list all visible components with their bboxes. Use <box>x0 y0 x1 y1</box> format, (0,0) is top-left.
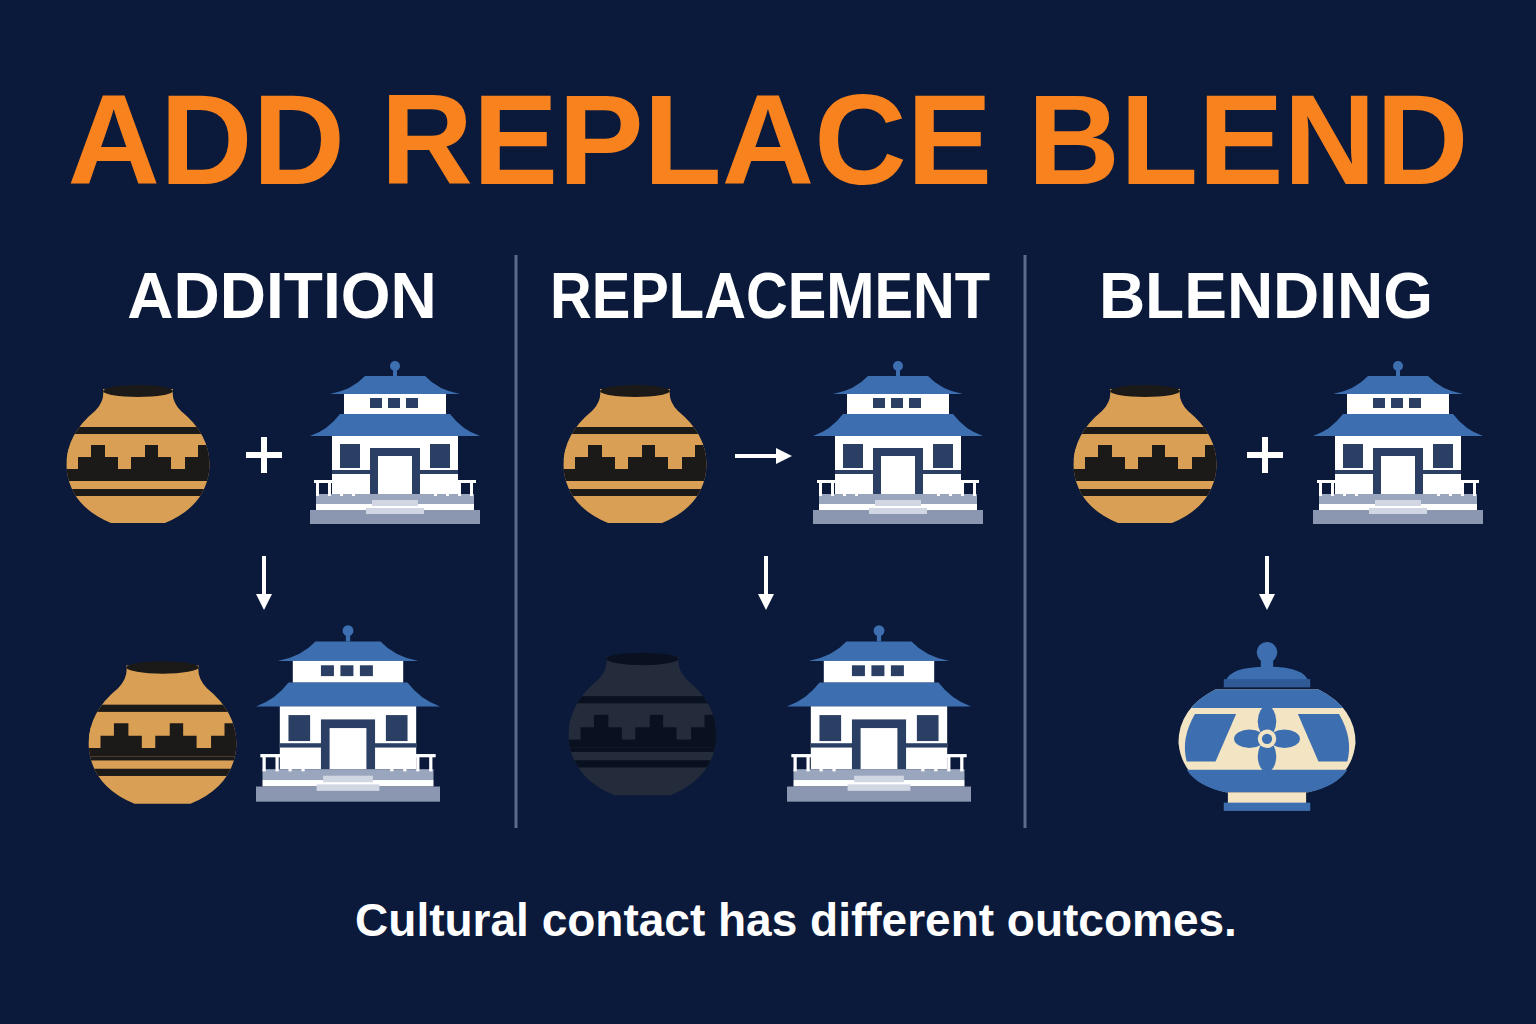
caption: Cultural contact has different outcomes. <box>355 897 1237 943</box>
blended-jar-icon <box>1178 642 1355 811</box>
pagoda-icon <box>813 361 983 524</box>
pagoda-icon <box>310 361 480 524</box>
pot-icon <box>63 385 213 523</box>
pot-icon <box>85 661 240 804</box>
flow-arrow <box>264 456 1267 602</box>
pagoda-icon <box>256 625 440 801</box>
pot-icon <box>1070 385 1220 523</box>
pagoda-icon <box>1313 361 1483 524</box>
column-heading: ADDITION <box>127 264 436 328</box>
faded-pot-icon <box>565 653 720 796</box>
column-divider <box>516 255 1025 828</box>
main-title: ADD REPLACE BLEND <box>68 76 1469 204</box>
column-heading: BLENDING <box>1099 264 1433 328</box>
pagoda-icon <box>787 625 971 801</box>
plus-sign <box>246 437 1283 473</box>
pot-icon <box>560 385 710 523</box>
column-heading: REPLACEMENT <box>550 264 990 328</box>
